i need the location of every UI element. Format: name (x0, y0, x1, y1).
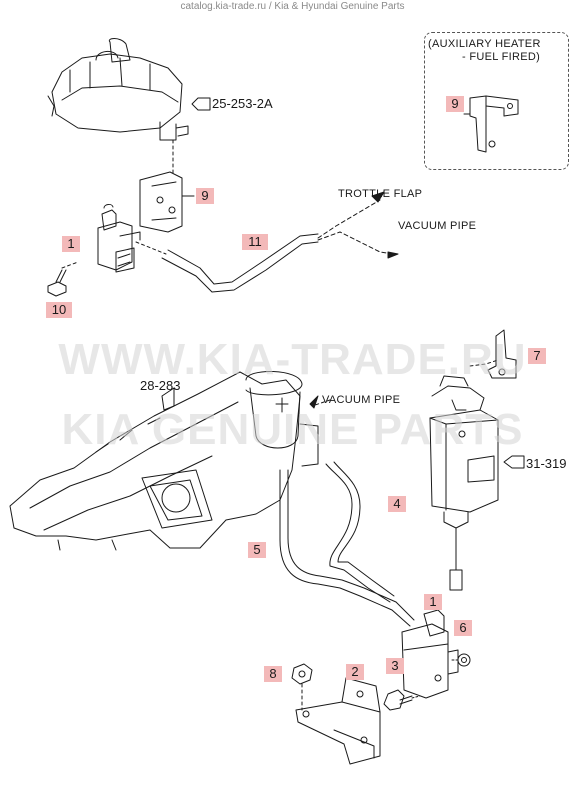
callout-7[interactable]: 7 (528, 348, 546, 364)
bolt-10 (47, 261, 79, 297)
callout-3[interactable]: 3 (386, 658, 404, 674)
callout-11[interactable]: 11 (242, 234, 268, 250)
solenoid-valve-bottom (401, 604, 459, 699)
ref-arrow-icon (191, 97, 211, 111)
aux-heater-title: (AUXILIARY HEATER (428, 38, 541, 50)
ref-31-319[interactable]: 31-319 (526, 456, 567, 471)
solenoid-valve-top (97, 204, 141, 273)
nut-6 (449, 653, 471, 667)
ref-28-283[interactable]: 28-283 (140, 378, 181, 393)
site-header: catalog.kia-trade.ru / Kia & Hyundai Gen… (180, 1, 405, 12)
aux-heater-box (424, 32, 569, 170)
callout-5[interactable]: 5 (248, 542, 266, 558)
watermark-line-2: KIA GENUINE PARTS (61, 405, 524, 454)
callout-6[interactable]: 6 (454, 620, 472, 636)
bracket-2 (295, 675, 381, 765)
callout-1-bottom[interactable]: 1 (424, 594, 442, 610)
bracket-7 (469, 329, 517, 379)
intake-manifold (9, 371, 319, 551)
hose-5 (279, 469, 415, 627)
arrow-trottle-icon (371, 191, 385, 203)
aux-heater-unit (429, 375, 525, 591)
note-trottle-flap: TROTTLE FLAP (338, 188, 423, 200)
arrow-vacuum-icon (387, 251, 399, 259)
note-vacuum-pipe-top: VACUUM PIPE (398, 220, 477, 232)
watermark-line-1: WWW.KIA-TRADE.RU (58, 335, 527, 384)
bolt-3 (383, 689, 421, 711)
bracket-9-top (139, 171, 195, 233)
callout-9[interactable]: 9 (196, 188, 214, 204)
callout-10[interactable]: 10 (46, 302, 72, 318)
hose-4 (325, 461, 395, 603)
bracket-9-aux (463, 95, 519, 153)
hose-11 (135, 199, 395, 293)
ref-25-253-2a[interactable]: 25-253-2A (212, 96, 273, 111)
callout-8[interactable]: 8 (264, 666, 282, 682)
coolant-reservoir (47, 38, 189, 141)
callout-2[interactable]: 2 (346, 664, 364, 680)
callout-4[interactable]: 4 (388, 496, 406, 512)
note-vacuum-pipe-mid: VACUUM PIPE (322, 394, 401, 406)
callout-1-top[interactable]: 1 (62, 236, 80, 252)
ref-arrow-icon-2 (503, 455, 525, 469)
nut-8 (291, 663, 313, 711)
callout-9-aux[interactable]: 9 (446, 96, 464, 112)
aux-heater-subtitle: - FUEL FIRED) (462, 51, 541, 63)
